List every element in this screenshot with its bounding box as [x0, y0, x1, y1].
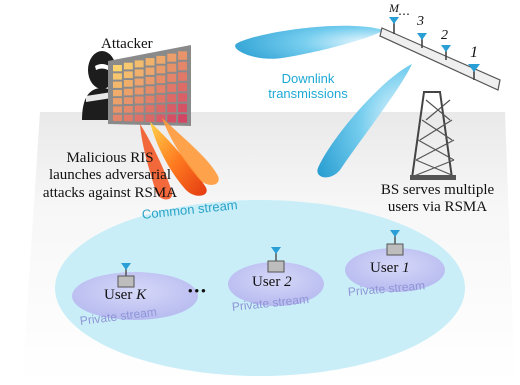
- ris-element: [178, 61, 187, 71]
- user-k-device-icon: [117, 263, 135, 288]
- ris-element: [178, 82, 187, 92]
- bs-antenna-label-3: 3: [417, 14, 424, 29]
- ris-element: [134, 69, 144, 77]
- ris-element: [156, 94, 166, 103]
- attack-beam-2: [162, 118, 219, 185]
- ris-caption: Malicious RIS launches adversarial attac…: [35, 150, 185, 202]
- ris-element: [156, 65, 166, 74]
- ris-element: [134, 60, 144, 68]
- bs-antenna-label-1: 1: [470, 44, 478, 61]
- user-2-index: 2: [284, 274, 292, 290]
- ris-element: [145, 105, 155, 113]
- attack-beam-3: [140, 124, 173, 200]
- ris-element: [123, 106, 133, 113]
- bs-caption-line-2: users via RSMA: [387, 199, 488, 216]
- ris-element: [113, 106, 122, 113]
- ris-element: [156, 55, 166, 64]
- user-k-index: K: [136, 287, 147, 303]
- ris-element: [167, 83, 177, 92]
- downlink-beam-lower: [317, 64, 412, 178]
- ris-element: [123, 88, 133, 96]
- ris-element: [156, 104, 166, 113]
- user-1-label: User 1: [370, 260, 410, 277]
- ris-element: [134, 114, 144, 122]
- downlink-label: Downlink transmissions: [258, 71, 358, 102]
- ris-element: [178, 51, 187, 60]
- user-1-index: 1: [402, 260, 410, 276]
- attacker-label: Attacker: [101, 36, 153, 52]
- bs-caption-line-1: BS serves multiple: [380, 182, 495, 198]
- ris-element: [123, 62, 133, 70]
- ris-element: [145, 67, 155, 75]
- user-2-label: User 2: [252, 274, 292, 291]
- ris-element: [113, 65, 122, 72]
- downlink-beam-top: [235, 25, 384, 59]
- ris-element: [178, 72, 187, 81]
- attack-beam-1: [150, 122, 207, 196]
- downlink-label-line-1: Downlink: [281, 71, 335, 86]
- bs-antenna-2-icon: [441, 45, 451, 60]
- ris-element: [145, 114, 155, 122]
- ris-element: [145, 95, 155, 104]
- ris-element: [167, 104, 177, 113]
- user-k-label: User K: [104, 287, 146, 304]
- ris-element: [167, 73, 177, 82]
- malicious-ris-panel: [108, 45, 191, 126]
- ris-element: [145, 76, 155, 85]
- bs-antenna-1-icon: [468, 64, 480, 80]
- ris-element: [167, 94, 177, 103]
- ris-element: [113, 81, 122, 88]
- user-k-prefix: User: [104, 287, 137, 303]
- ris-element: [156, 85, 166, 93]
- ris-element: [167, 53, 177, 62]
- ris-element: [113, 114, 122, 121]
- ris-element: [123, 114, 133, 122]
- ris-element: [113, 73, 122, 80]
- user-2-prefix: User: [252, 274, 285, 290]
- ris-element: [156, 114, 166, 123]
- ris-element: [134, 105, 144, 113]
- ris-element: [145, 58, 155, 66]
- user-ellipsis: •••: [188, 283, 208, 298]
- bs-antenna-m-icon: [389, 17, 399, 34]
- user-k-private-ellipse: [72, 272, 198, 320]
- bs-platform: [379, 27, 501, 91]
- ris-element: [167, 114, 177, 123]
- ris-element: [178, 114, 187, 123]
- ris-element: [134, 78, 144, 86]
- user-2-device-icon: [267, 247, 285, 273]
- ris-element: [123, 71, 133, 79]
- ris-element: [123, 97, 133, 104]
- ris-element: [178, 93, 187, 102]
- user-2-private-ellipse: [228, 262, 324, 306]
- bs-caption: BS serves multiple users via RSMA: [365, 182, 510, 217]
- ris-element: [156, 75, 166, 84]
- ris-element: [178, 103, 187, 113]
- ris-element: [134, 87, 144, 95]
- ris-element: [113, 98, 122, 105]
- bs-antenna-3-icon: [417, 33, 427, 48]
- ris-element: [134, 96, 144, 104]
- user-1-prefix: User: [370, 260, 403, 276]
- ris-element: [167, 63, 177, 72]
- ris-element: [145, 86, 155, 94]
- bs-tower: [379, 27, 501, 180]
- ris-element: [123, 80, 133, 87]
- bs-antenna-dots: ⋯: [398, 7, 411, 21]
- bs-antenna-label-m: M: [389, 1, 399, 15]
- ris-caption-line-1: Malicious RIS: [66, 150, 154, 166]
- ris-element: [113, 89, 122, 97]
- downlink-label-line-2: transmissions: [268, 85, 348, 101]
- bs-antenna-label-2: 2: [441, 28, 448, 43]
- ris-caption-line-3: attacks against RSMA: [42, 184, 178, 201]
- ris-caption-line-2: launches adversarial: [48, 167, 172, 184]
- user-1-private-ellipse: [345, 248, 445, 292]
- user-1-device-icon: [386, 230, 404, 256]
